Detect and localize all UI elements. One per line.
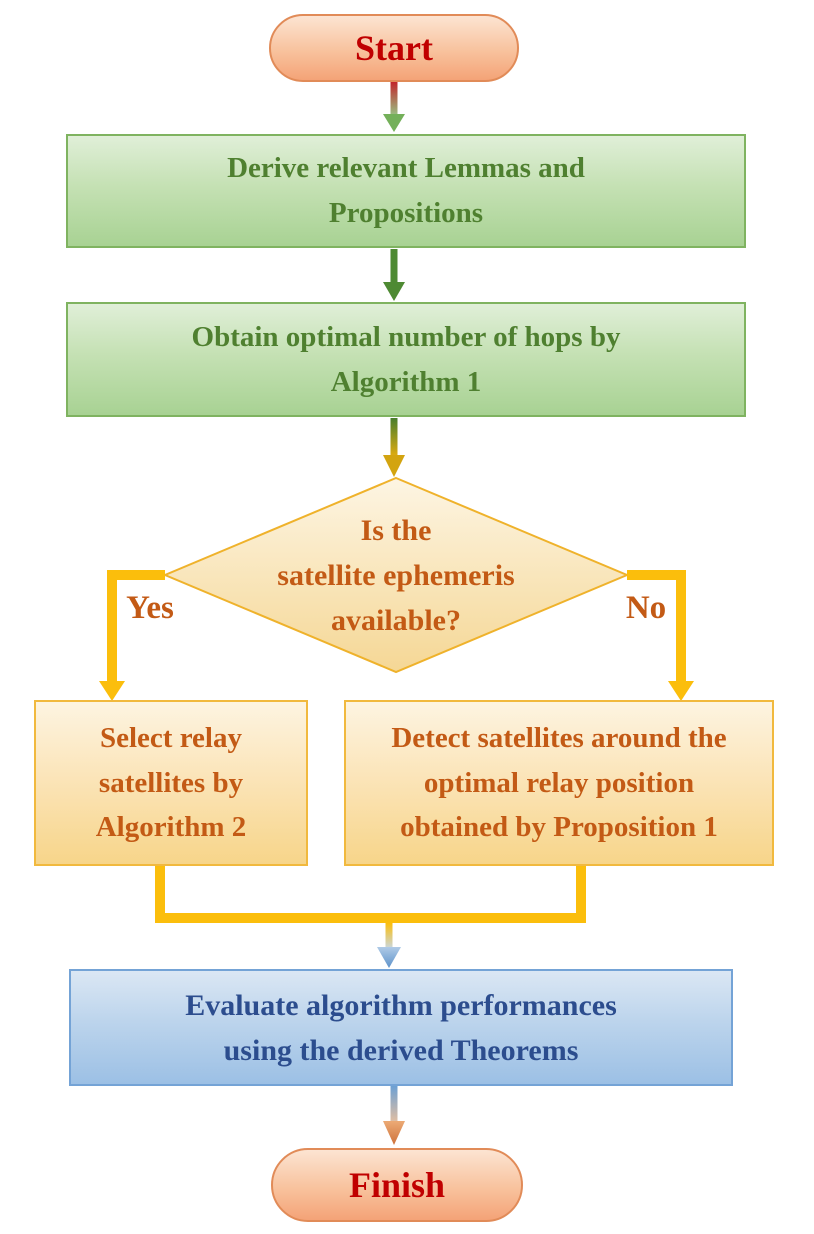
select-relay-node: Select relay satellites by Algorithm 2	[34, 700, 308, 866]
detect-line-3: obtained by Proposition 1	[400, 811, 718, 844]
connector-merge	[155, 866, 586, 968]
decision-diamond-shape	[162, 476, 630, 674]
yes-branch-label: Yes	[126, 589, 174, 626]
start-node: Start	[269, 14, 519, 82]
select-line-3: Algorithm 2	[95, 811, 247, 844]
derive-line-2: Propositions	[328, 197, 484, 229]
obtain-line-1: Obtain optimal number of hops by	[191, 320, 621, 353]
finish-label: Finish	[348, 1165, 446, 1205]
detect-line-2: optimal relay position	[423, 766, 695, 799]
arrow-derive-obtain	[383, 249, 405, 301]
arrow-start-derive	[383, 82, 405, 132]
finish-node: Finish	[271, 1148, 523, 1222]
obtain-line-2: Algorithm 1	[330, 365, 482, 398]
detect-line-1: Detect satellites around the	[391, 721, 727, 754]
decision-node-label: Is the satellite ephemeris available?	[236, 508, 556, 643]
select-line-2: satellites by	[98, 766, 244, 799]
evaluate-line-2: using the derived Theorems	[223, 1033, 579, 1067]
detect-satellites-node: Detect satellites around the optimal rel…	[344, 700, 774, 866]
decision-line-3: available?	[330, 604, 461, 637]
decision-line-2: satellite ephemeris	[277, 559, 515, 592]
start-label: Start	[355, 28, 433, 68]
arrow-evaluate-finish	[383, 1086, 405, 1145]
arrow-decision-select-yes	[99, 570, 165, 701]
decision-line-1: Is the	[360, 514, 432, 547]
derive-lemmas-node: Derive relevant Lemmas and Propositions	[66, 134, 746, 248]
evaluate-node: Evaluate algorithm performances using th…	[69, 969, 733, 1086]
arrow-obtain-decision	[383, 418, 405, 477]
select-line-1: Select relay	[100, 721, 242, 754]
derive-line-1: Derive relevant Lemmas and	[227, 152, 585, 185]
obtain-hops-node: Obtain optimal number of hops by Algorit…	[66, 302, 746, 417]
evaluate-line-1: Evaluate algorithm performances	[185, 988, 617, 1022]
arrow-decision-detect-no	[627, 570, 694, 701]
no-branch-label: No	[625, 589, 667, 626]
